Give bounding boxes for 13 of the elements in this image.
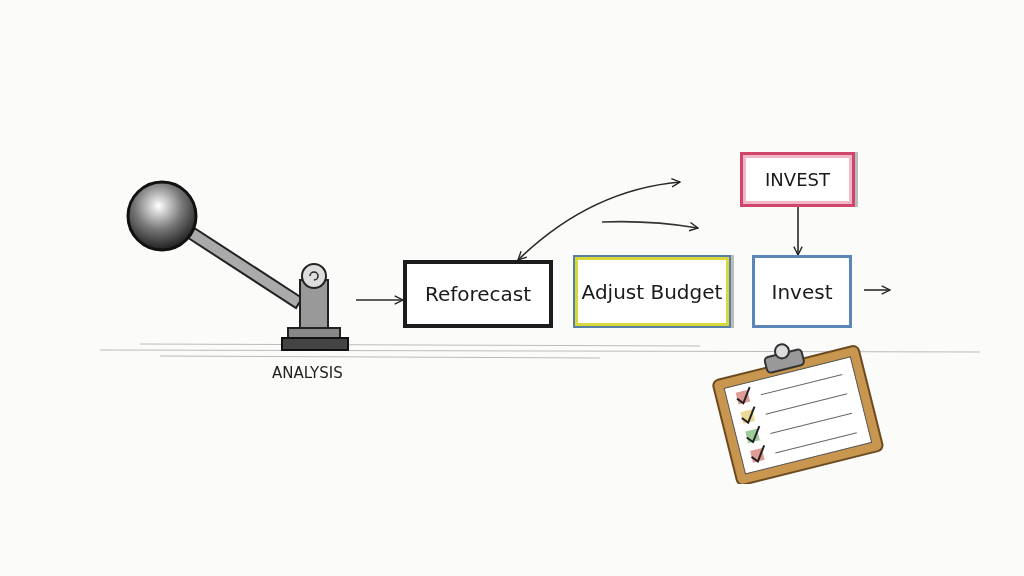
process-box bbox=[740, 152, 855, 207]
process-box bbox=[752, 255, 852, 328]
arrow bbox=[863, 285, 891, 295]
caption-label: ANALYSIS bbox=[272, 364, 343, 382]
box-label: INVEST bbox=[765, 169, 830, 190]
process-box bbox=[403, 260, 553, 328]
arrow bbox=[793, 206, 803, 256]
box-label: Invest bbox=[771, 279, 833, 304]
box-label: Adjust Budget bbox=[581, 279, 723, 304]
arrow bbox=[517, 178, 681, 261]
box-label: Reforecast bbox=[424, 282, 532, 306]
arrow bbox=[355, 295, 404, 305]
process-box bbox=[573, 255, 731, 328]
